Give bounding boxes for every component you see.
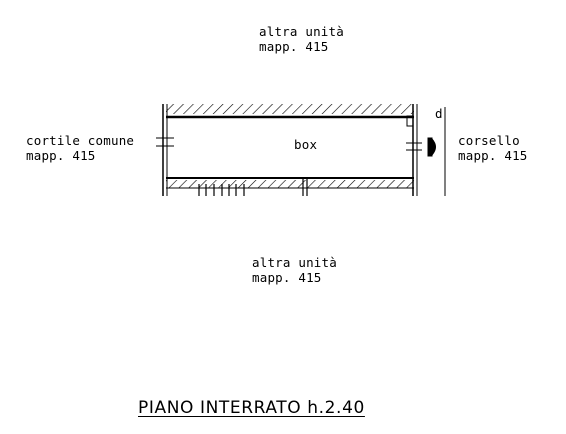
top-neighbor-line1: altra unità [259, 24, 344, 39]
garage-door-symbol [427, 137, 436, 157]
top-wall-hatch [166, 104, 414, 114]
floor-caption: PIANO INTERRATO h.2.40 [138, 398, 365, 418]
bottom-wall-hatch [166, 180, 414, 188]
left-neighbor-line1: cortile comune [26, 133, 135, 148]
bottom-wall-ticks [198, 178, 308, 196]
left-wall [156, 104, 174, 196]
top-neighbor-label: altra unità mapp. 415 [259, 24, 344, 54]
door-mark-label: d [435, 106, 443, 121]
right-neighbor-label: corsello mapp. 415 [458, 133, 528, 163]
right-neighbor-line2: mapp. 415 [458, 148, 528, 163]
left-neighbor-label: cortile comune mapp. 415 [26, 133, 134, 163]
bottom-neighbor-line1: altra unità [252, 255, 337, 270]
bottom-neighbor-line2: mapp. 415 [252, 270, 322, 285]
left-neighbor-line2: mapp. 415 [26, 148, 96, 163]
right-neighbor-line1: corsello [458, 133, 520, 148]
bottom-neighbor-label: altra unità mapp. 415 [252, 255, 337, 285]
right-wall [406, 104, 422, 196]
top-neighbor-line2: mapp. 415 [259, 39, 329, 54]
room-label: box [294, 137, 318, 152]
